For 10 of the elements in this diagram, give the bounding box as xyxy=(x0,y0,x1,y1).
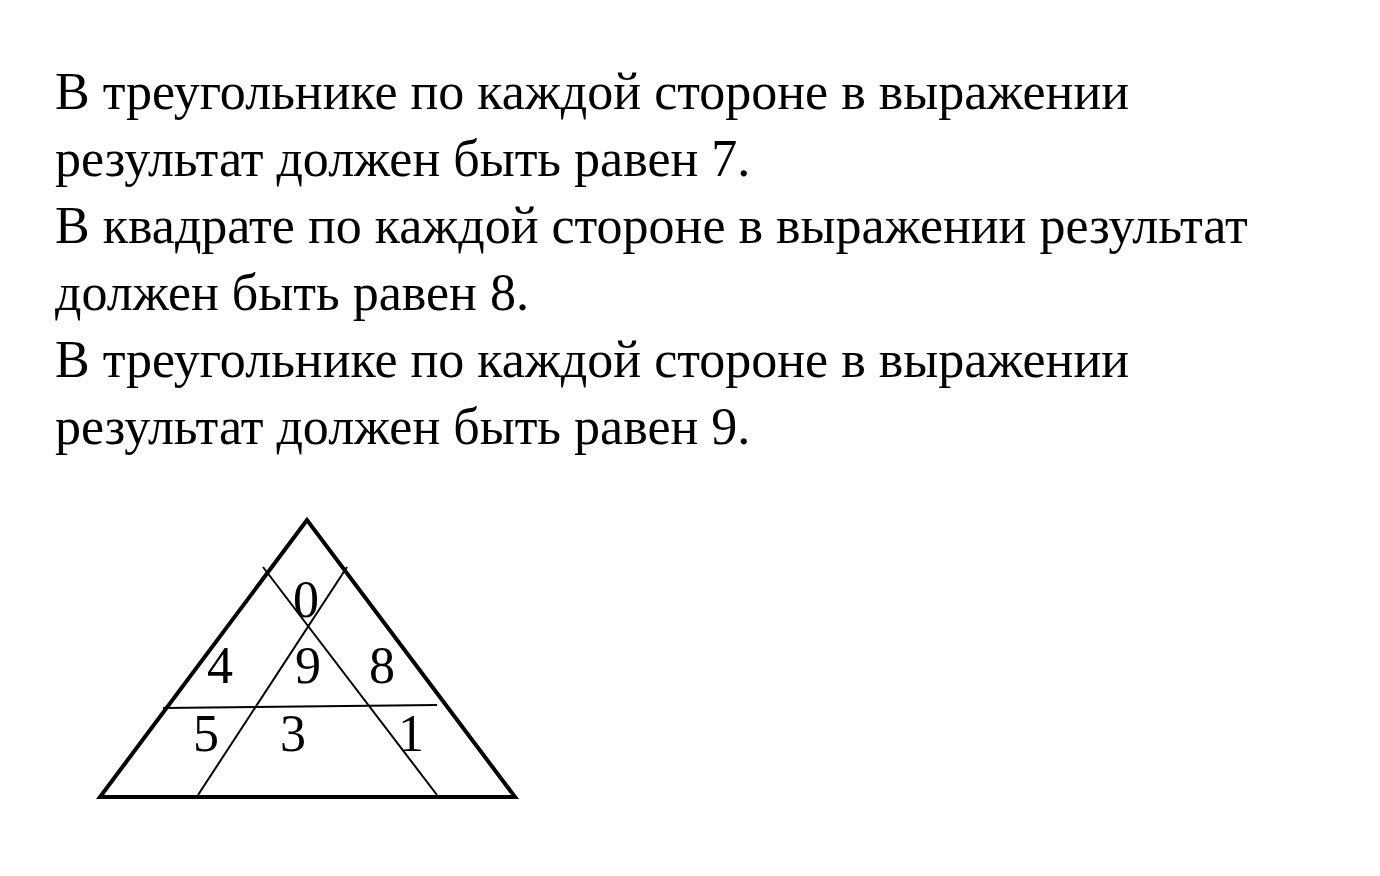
task-text: В треугольнике по каждой стороне в выражении результат должен быть равен 7. xyxy=(55,62,1131,189)
task-text: В квадрате по каждой стороне в выражении результат должен быть равен 8. xyxy=(55,196,1249,323)
number-label: 5 xyxy=(193,708,219,760)
number-label: 9 xyxy=(295,640,321,692)
number-label: 8 xyxy=(369,640,395,692)
number-label: 4 xyxy=(207,640,233,692)
task-text: В треугольнике по каждой стороне в выражении результат должен быть равен 9. xyxy=(55,330,1131,457)
number-label: 3 xyxy=(280,708,306,760)
number-label: 0 xyxy=(293,574,319,626)
number-label: 1 xyxy=(398,708,424,760)
